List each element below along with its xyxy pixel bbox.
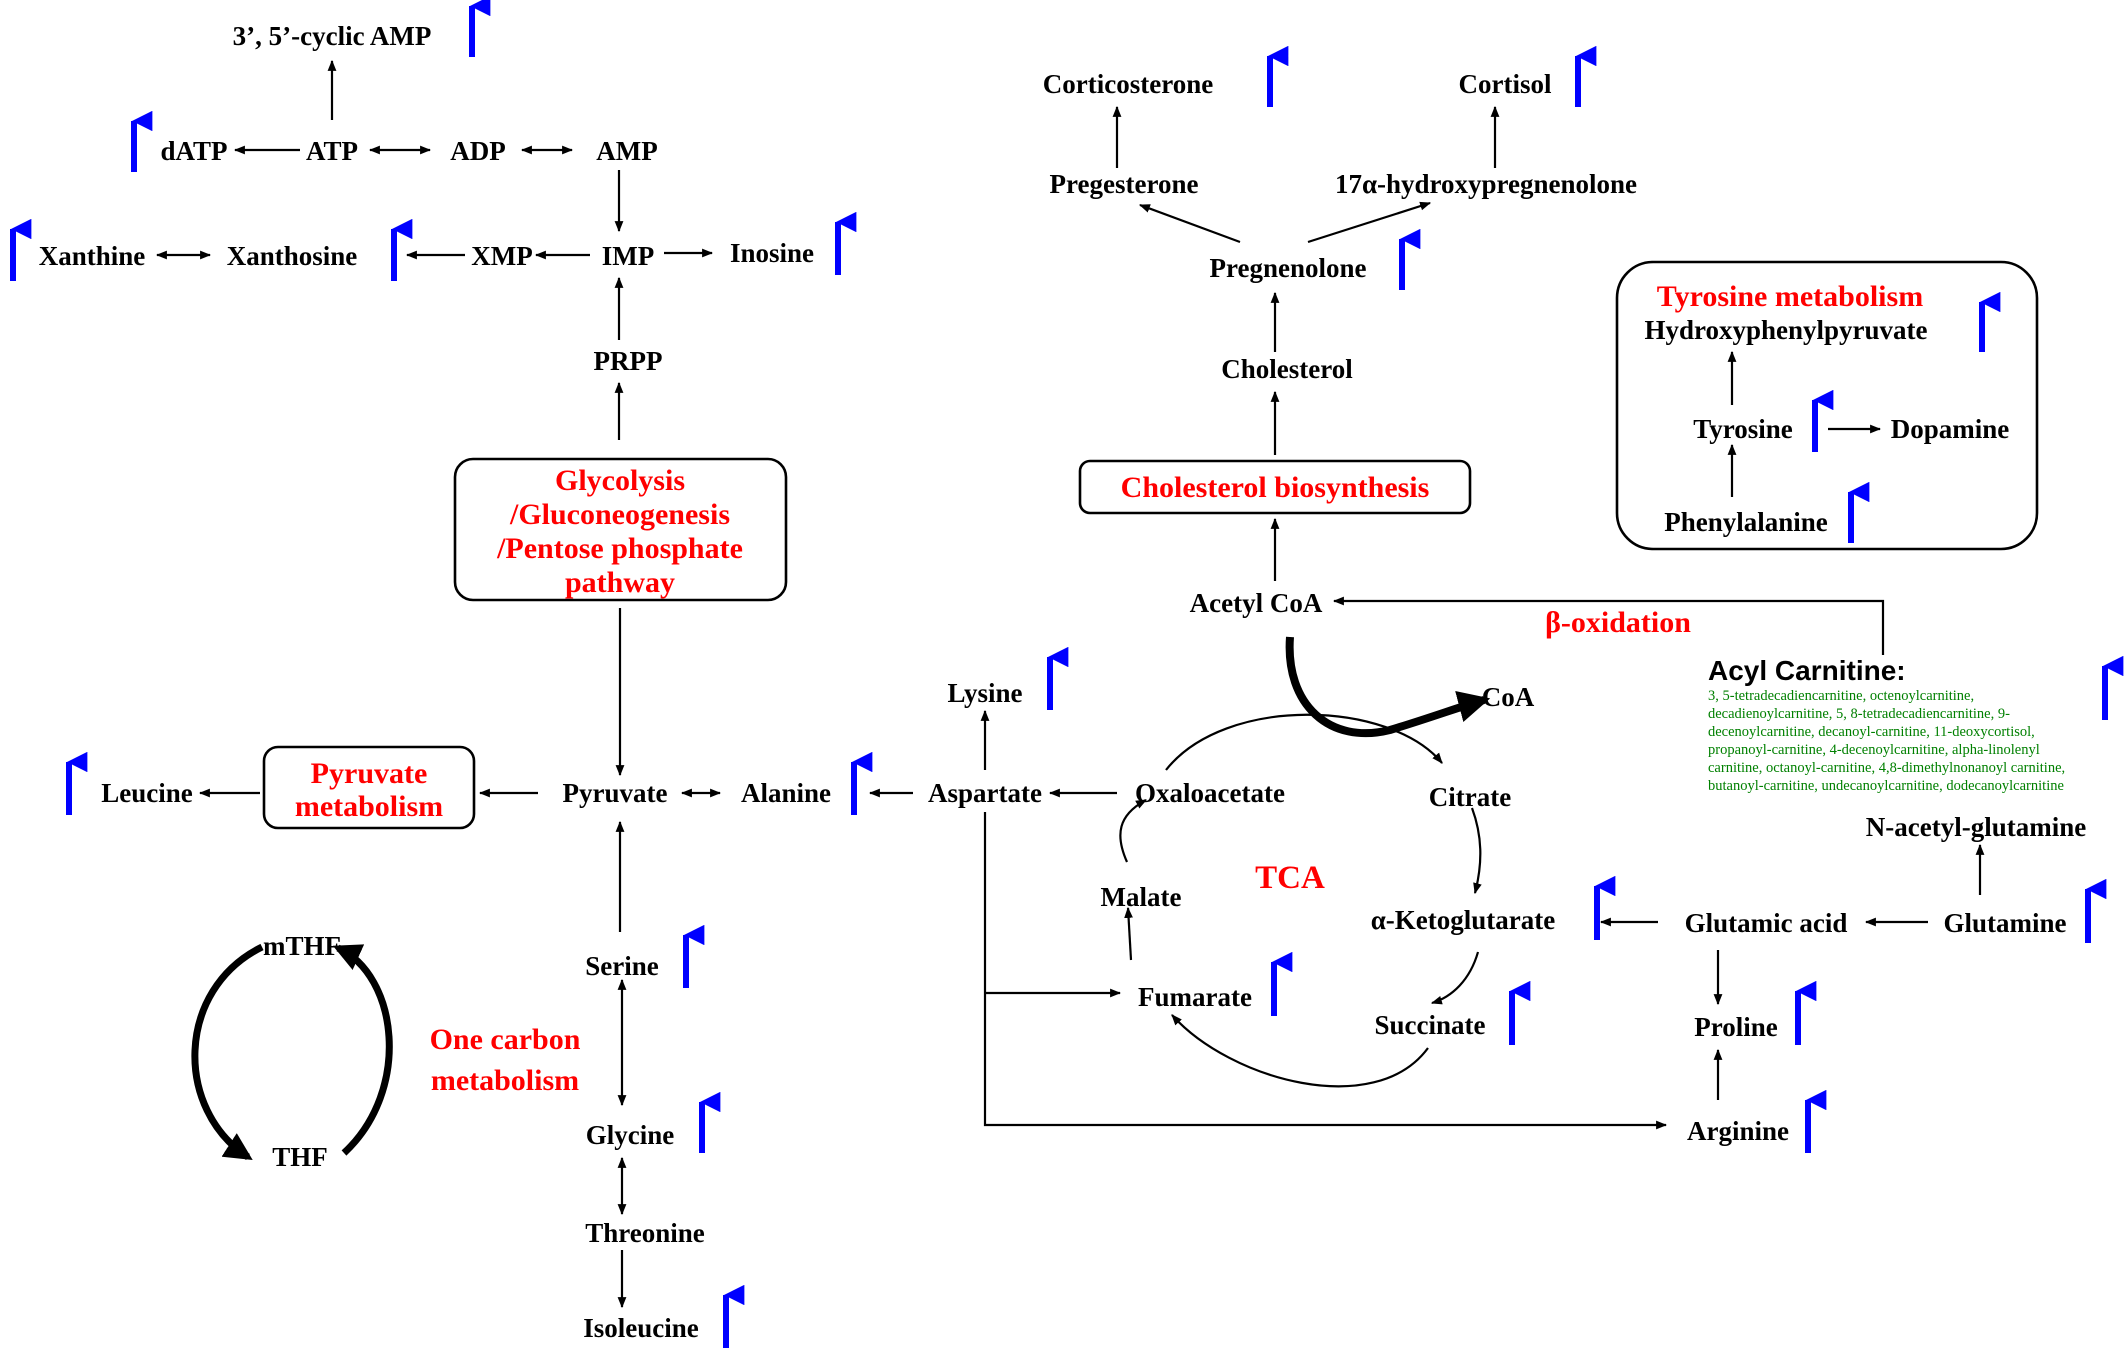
pyruvate-metabolism-box	[262, 745, 476, 830]
tca-connectors	[1119, 596, 1985, 1100]
one-carbon-label-1: One carbon	[430, 1023, 581, 1056]
metabolite-mthf: mTHF	[263, 931, 341, 961]
metabolite-coa: CoA	[1482, 682, 1535, 712]
metabolite-glutamic-acid: Glutamic acid	[1685, 908, 1848, 938]
pyruvate-metabolism-label-1: Pyruvate	[311, 757, 428, 790]
metabolite-isoleucine: Isoleucine	[583, 1313, 699, 1343]
acyl-carnitine-block: Acyl Carnitine: 3, 5-tetradecadiencarnit…	[1708, 655, 2065, 794]
acyl-carnitine-line: butanoyl-carnitine, undecanoylcarnitine,…	[1708, 778, 2064, 794]
metabolite-hydroxypregnenolone: 17α-hydroxypregnenolone	[1335, 169, 1637, 199]
metabolite-dopamine: Dopamine	[1891, 414, 2010, 444]
metabolite-hydroxyphenylpyruvate: Hydroxyphenylpyruvate	[1644, 315, 1927, 345]
metabolite-xanthosine: Xanthosine	[227, 241, 358, 271]
glycolysis-connectors	[198, 608, 1668, 1309]
one-carbon-cycle	[191, 943, 393, 1161]
tyrosine-metabolism-label: Tyrosine metabolism	[1657, 280, 1923, 313]
metabolite-prpp: PRPP	[594, 346, 663, 376]
purine-connectors	[155, 59, 714, 440]
cholesterol-biosynthesis-label: Cholesterol biosynthesis	[1121, 471, 1430, 504]
metabolite-ketoglutarate: α-Ketoglutarate	[1371, 905, 1556, 935]
increase-arrows	[10, 0, 2124, 1348]
metabolite-serine: Serine	[585, 951, 659, 981]
metabolite-tyrosine: Tyrosine	[1693, 414, 1793, 444]
metabolite-inosine: Inosine	[730, 238, 814, 268]
metabolite-xmp: XMP	[471, 241, 532, 271]
pyruvate-metabolism-label-2: metabolism	[295, 790, 443, 823]
metabolite-threonine: Threonine	[585, 1218, 705, 1248]
acyl-carnitine-line: decadienoylcarnitine, 5, 8-tetradecadien…	[1708, 706, 2010, 722]
glycolysis-box	[453, 457, 788, 602]
metabolite-glutamine: Glutamine	[1943, 908, 2066, 938]
tca-label: TCA	[1255, 860, 1325, 896]
metabolite-atp: ATP	[306, 136, 358, 166]
metabolite-lysine: Lysine	[947, 678, 1022, 708]
metabolite-corticosterone: Corticosterone	[1043, 69, 1213, 99]
tyrosine-connectors	[1727, 350, 1882, 497]
metabolite-adp: ADP	[450, 136, 506, 166]
cholesterol-biosynthesis-box	[1078, 459, 1472, 515]
metabolite-arginine: Arginine	[1687, 1116, 1789, 1146]
metabolite-acetyl-coa: Acetyl CoA	[1190, 588, 1323, 618]
metabolite-fumarate: Fumarate	[1138, 982, 1252, 1012]
metabolite-phenylalanine: Phenylalanine	[1664, 507, 1828, 537]
metabolite-pregnenolone: Pregnenolone	[1210, 253, 1367, 283]
metabolite-oxaloacetate: Oxaloacetate	[1135, 778, 1285, 808]
metabolite-n-acetyl-glutamine: N-acetyl-glutamine	[1866, 812, 2086, 842]
acyl-carnitine-title: Acyl Carnitine:	[1708, 655, 1906, 686]
metabolite-pyruvate: Pyruvate	[563, 778, 668, 808]
metabolite-cholesterol: Cholesterol	[1221, 354, 1353, 384]
metabolite-imp: IMP	[602, 241, 654, 271]
metabolite-labels: 3’, 5’-cyclic AMP dATP ATP ADP AMP Xanth…	[39, 21, 2086, 1343]
metabolite-cyclic-amp: 3’, 5’-cyclic AMP	[233, 21, 432, 51]
one-carbon-label-2: metabolism	[431, 1064, 579, 1097]
glycolysis-label-3: /Pentose phosphate	[496, 532, 743, 565]
metabolite-datp: dATP	[160, 136, 227, 166]
metabolite-leucine: Leucine	[101, 778, 193, 808]
metabolite-cortisol: Cortisol	[1459, 69, 1552, 99]
acyl-carnitine-line: 3, 5-tetradecadiencarnitine, octenoylcar…	[1708, 688, 1974, 704]
glycolysis-label-4: pathway	[565, 566, 675, 599]
acyl-carnitine-line: decenoylcarnitine, decanoyl-carnitine, 1…	[1708, 724, 2035, 740]
beta-oxidation-label: β-oxidation	[1545, 606, 1691, 639]
metabolite-glycine: Glycine	[586, 1120, 675, 1150]
metabolite-alanine: Alanine	[741, 778, 831, 808]
metabolite-amp: AMP	[596, 136, 657, 166]
metabolite-succinate: Succinate	[1375, 1010, 1486, 1040]
acyl-carnitine-line: propanoyl-carnitine, 4-decenoylcarnitine…	[1708, 742, 2040, 758]
glycolysis-label-1: Glycolysis	[555, 464, 685, 497]
metabolite-citrate: Citrate	[1429, 782, 1511, 812]
metabolite-xanthine: Xanthine	[39, 241, 146, 271]
glycolysis-label-2: /Gluconeogenesis	[509, 498, 730, 531]
metabolite-thf: THF	[272, 1142, 328, 1172]
metabolite-malate: Malate	[1101, 882, 1182, 912]
metabolite-pregesterone: Pregesterone	[1050, 169, 1199, 199]
steroid-connectors	[1112, 105, 1500, 581]
metabolite-proline: Proline	[1694, 1012, 1778, 1042]
acyl-carnitine-line: carnitine, octanoyl-carnitine, 4,8-dimet…	[1708, 760, 2065, 776]
metabolite-aspartate: Aspartate	[928, 778, 1042, 808]
